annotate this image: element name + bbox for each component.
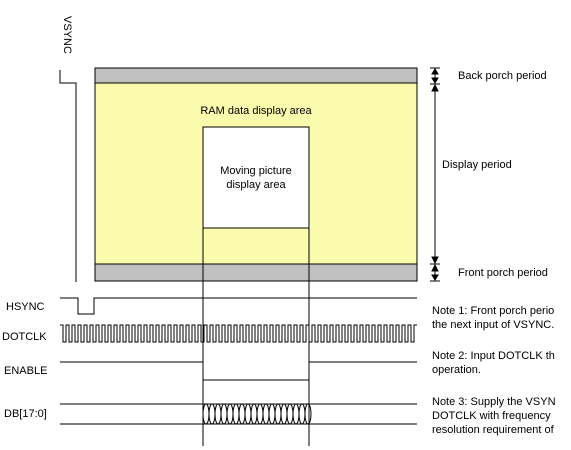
db-data-segment bbox=[268, 403, 276, 425]
dotclk-waveform bbox=[60, 324, 417, 343]
db-data-segment bbox=[208, 403, 216, 425]
moving-picture-display-area bbox=[202, 126, 310, 229]
moving-picture-label-line2: display area bbox=[226, 179, 286, 191]
db-data-segment bbox=[292, 403, 300, 425]
note2-line2: operation. bbox=[432, 364, 481, 376]
hsync-waveform bbox=[60, 297, 417, 315]
vsync-waveform bbox=[59, 70, 77, 282]
note3-line2: DOTCLK with frequency bbox=[432, 410, 551, 422]
db-data-segment bbox=[202, 403, 210, 425]
db-label: DB[17:0] bbox=[4, 408, 47, 420]
moving-picture-label-line1: Moving picture bbox=[220, 165, 292, 177]
note1-line2: the next input of VSYNC. bbox=[432, 319, 555, 331]
db-data-segment bbox=[286, 403, 294, 425]
front-porch-band bbox=[94, 263, 418, 282]
enable-label: ENABLE bbox=[4, 365, 48, 377]
back-porch-arrow bbox=[430, 67, 440, 84]
back-porch-band bbox=[94, 67, 418, 84]
db-data-segment bbox=[220, 403, 228, 425]
db-data-segment bbox=[244, 403, 252, 425]
front-porch-label: Front porch period bbox=[458, 267, 548, 279]
db-data-segment bbox=[304, 403, 312, 425]
vsync-label: VSYNC bbox=[61, 16, 73, 54]
note3-line1: Note 3: Supply the VSYN bbox=[432, 396, 556, 408]
note3-line3: resolution requirement of bbox=[432, 424, 554, 436]
db-valid-data-segments bbox=[202, 403, 312, 425]
db-data-segment bbox=[226, 403, 234, 425]
db-data-segment bbox=[250, 403, 258, 425]
display-period-label: Display period bbox=[442, 159, 512, 171]
db-data-segment bbox=[256, 403, 264, 425]
db-data-segment bbox=[274, 403, 282, 425]
note2-line1: Note 2: Input DOTCLK th bbox=[432, 350, 555, 362]
note1-line1: Note 1: Front porch perio bbox=[432, 305, 555, 317]
back-porch-label: Back porch period bbox=[458, 70, 547, 82]
db-data-segment bbox=[280, 403, 288, 425]
db-data-segment bbox=[262, 403, 270, 425]
db-data-segment bbox=[214, 403, 222, 425]
hsync-label: HSYNC bbox=[6, 301, 45, 313]
db-data-segment bbox=[238, 403, 246, 425]
ram-data-area-label: RAM data display area bbox=[200, 105, 312, 117]
enable-waveform bbox=[60, 361, 417, 381]
db-data-segment bbox=[298, 403, 306, 425]
dotclk-label: DOTCLK bbox=[2, 331, 47, 343]
front-porch-arrow bbox=[430, 263, 440, 282]
db-data-segment bbox=[232, 403, 240, 425]
display-period-arrow bbox=[430, 83, 440, 265]
